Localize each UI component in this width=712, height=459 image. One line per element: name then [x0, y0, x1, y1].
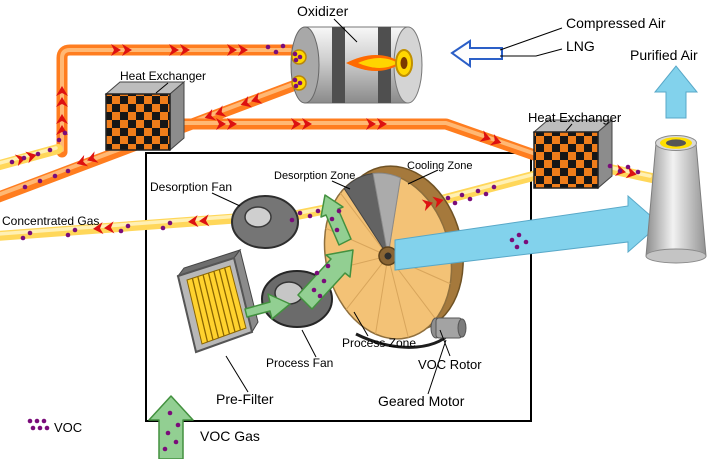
- desorption-supply-arrow: [320, 194, 352, 246]
- process-fan-label: Process Fan: [266, 356, 333, 370]
- purified-air-label: Purified Air: [630, 47, 698, 63]
- oxidizer-label: Oxidizer: [297, 3, 349, 19]
- geared-motor: [430, 317, 467, 339]
- voc-legend-dots: [27, 418, 50, 431]
- filter-to-fan-arrow: [244, 293, 291, 320]
- heat-exchanger-left-label: Heat Exchanger: [120, 69, 206, 83]
- voc-gas-label: VOC Gas: [200, 428, 260, 444]
- geared-motor-label: Geared Motor: [378, 393, 465, 409]
- desorption-fan-label: Desorption Fan: [150, 180, 232, 194]
- cooling-zone-label: Cooling Zone: [407, 160, 472, 172]
- voc-dots: [9, 43, 641, 452]
- voc-legend-label: VOC: [54, 420, 82, 435]
- pre-filter-label: Pre-Filter: [216, 391, 274, 407]
- purified-air-flow-arrow: [394, 194, 661, 271]
- desorption-zone-label: Desorption Zone: [274, 170, 355, 182]
- label-leaders: [155, 18, 573, 395]
- voc-rotor-label: VOC Rotor: [418, 357, 482, 372]
- concentrated-gas-label: Concentrated Gas: [2, 214, 99, 228]
- heat-exchanger-right: [532, 118, 614, 190]
- compressed-air-label: Compressed Air: [566, 15, 666, 31]
- exhaust-stack: [645, 135, 707, 264]
- oxidizer: [290, 26, 423, 104]
- voc-gas-inlet-arrow: [148, 395, 194, 459]
- heat-exchanger-left: [104, 80, 186, 152]
- burner-supply-arrow: [450, 39, 503, 68]
- cooling-zone-sector: [372, 172, 402, 257]
- desorption-fan: [231, 195, 299, 249]
- compressed-air-pointer: [499, 27, 563, 51]
- stack-up-arrow: [653, 65, 699, 119]
- heat-exchanger-right-label: Heat Exchanger: [528, 110, 622, 125]
- lng-label: LNG: [566, 38, 595, 54]
- lng-pointer: [500, 48, 563, 57]
- process-zone-label: Process Zone: [342, 336, 416, 350]
